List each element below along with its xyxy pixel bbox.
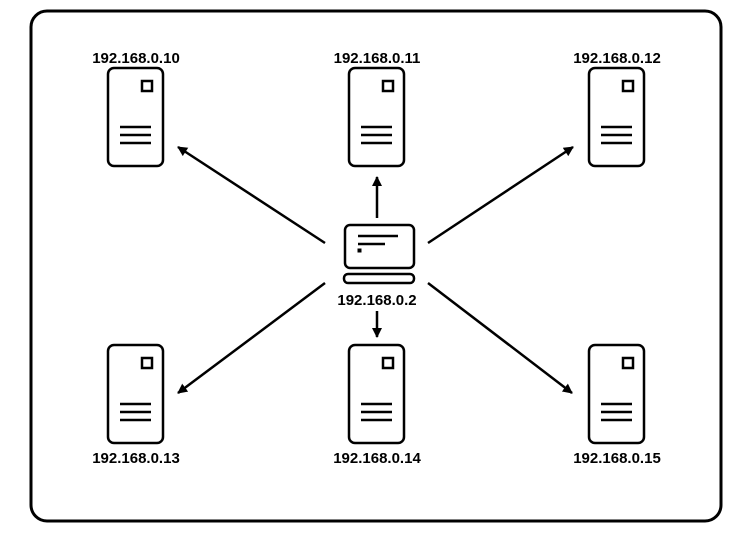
server-label: 192.168.0.10	[92, 50, 180, 67]
server-label: 192.168.0.13	[92, 450, 180, 467]
arrow-to-server-0	[177, 145, 326, 245]
server-icon	[347, 343, 406, 445]
connections	[177, 145, 574, 395]
laptop-label: 192.168.0.2	[337, 292, 416, 309]
server-label: 192.168.0.12	[573, 50, 661, 67]
server-node-2: 192.168.0.12	[573, 50, 661, 168]
arrow-to-server-2	[427, 145, 574, 245]
server-node-5: 192.168.0.15	[573, 343, 661, 467]
server-icon	[106, 66, 165, 168]
server-label: 192.168.0.14	[333, 450, 421, 467]
server-icon	[347, 66, 406, 168]
server-label: 192.168.0.15	[573, 450, 661, 467]
server-node-3: 192.168.0.13	[92, 343, 180, 467]
server-node-0: 192.168.0.10	[92, 50, 180, 168]
arrow-to-server-3	[177, 281, 326, 395]
arrow-to-server-5	[427, 282, 573, 394]
laptop-node: 192.168.0.2	[337, 223, 417, 309]
server-icon	[587, 343, 646, 445]
server-icon	[106, 343, 165, 445]
server-node-4: 192.168.0.14	[333, 343, 421, 467]
server-icon	[587, 66, 646, 168]
laptop-icon	[342, 223, 416, 285]
server-label: 192.168.0.11	[334, 50, 421, 67]
server-node-1: 192.168.0.11	[334, 50, 421, 168]
